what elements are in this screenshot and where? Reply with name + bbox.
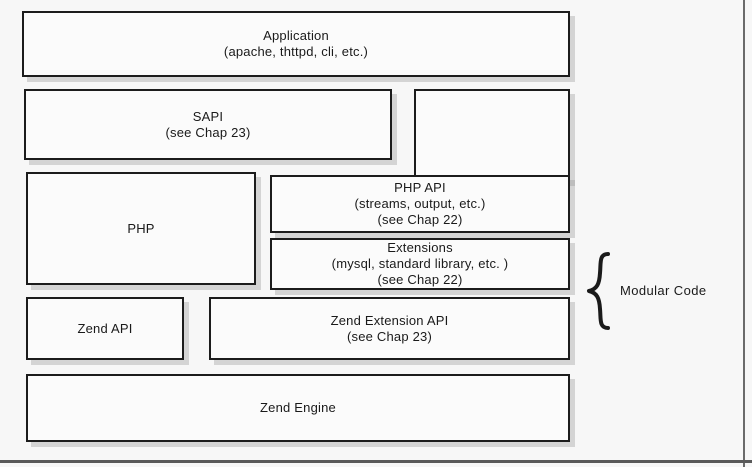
modular-code-brace-icon [587, 252, 610, 330]
box-application-line-2: (apache, thttpd, cli, etc.) [223, 44, 369, 59]
box-zend-extension-api: Zend Extension API (see Chap 23) [209, 297, 570, 360]
box-sapi: SAPI (see Chap 23) [24, 89, 392, 160]
box-zend-api-line-1: Zend API [77, 320, 133, 336]
box-php-line-1: PHP [127, 220, 155, 236]
box-application: Application (apache, thttpd, cli, etc.) [22, 11, 570, 77]
modular-code-label: Modular Code [620, 283, 707, 298]
box-zend-extension-api-line-1: Zend Extension API [330, 312, 449, 328]
box-extensions-line-1: Extensions [387, 240, 453, 255]
box-zend-extension-api-line-2: (see Chap 23) [347, 328, 432, 344]
box-php-api-line-3: (see Chap 22) [377, 212, 463, 227]
box-php-api-line-1: PHP API [394, 180, 446, 195]
box-extensions: Extensions (mysql, standard library, etc… [270, 238, 570, 290]
box-php-api: PHP API (streams, output, etc.) (see Cha… [270, 175, 570, 233]
box-php: PHP [26, 172, 256, 285]
box-zend-api: Zend API [26, 297, 184, 360]
page-frame-bottom-edge [0, 460, 752, 463]
box-sapi-line-2: (see Chap 23) [165, 124, 251, 140]
box-extensions-line-3: (see Chap 22) [377, 272, 463, 287]
box-zend-engine: Zend Engine [26, 374, 570, 442]
page-frame-right-edge [743, 0, 745, 467]
box-zend-engine-line-1: Zend Engine [260, 400, 336, 415]
box-php-api-line-2: (streams, output, etc.) [354, 196, 486, 211]
box-empty-right [414, 89, 570, 181]
box-application-line-1: Application [263, 28, 329, 43]
box-sapi-line-1: SAPI [192, 108, 224, 124]
box-extensions-line-2: (mysql, standard library, etc. ) [331, 256, 509, 271]
